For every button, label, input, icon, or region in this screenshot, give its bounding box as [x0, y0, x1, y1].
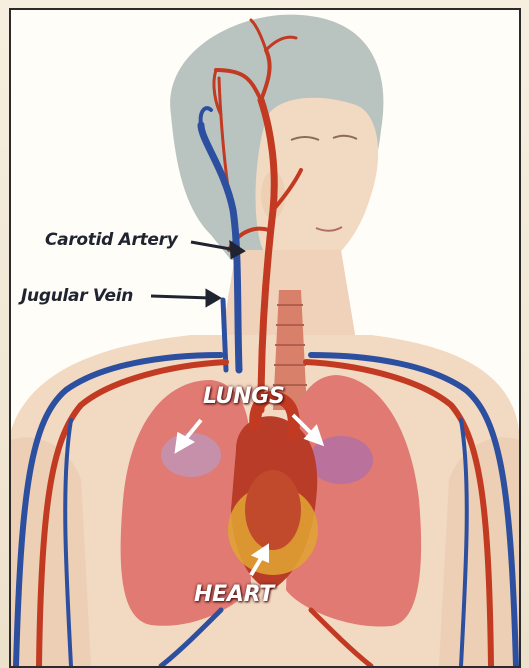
- heart-label: HEART: [194, 582, 274, 607]
- lungs-label: LUNGS: [203, 384, 285, 409]
- carotid-artery-label: Carotid Artery: [45, 230, 178, 250]
- jugular-pointer-arrow: [151, 291, 219, 305]
- lung-left-vessels: [161, 433, 221, 477]
- jugular-vein-label: Jugular Vein: [21, 286, 133, 306]
- anatomy-illustration: Carotid Artery Jugular Vein LUNGS HEART: [9, 8, 521, 668]
- heart-chamber: [245, 470, 301, 550]
- carotid-pointer-arrow: [191, 242, 243, 257]
- circulatory-system-diagram: [11, 10, 519, 666]
